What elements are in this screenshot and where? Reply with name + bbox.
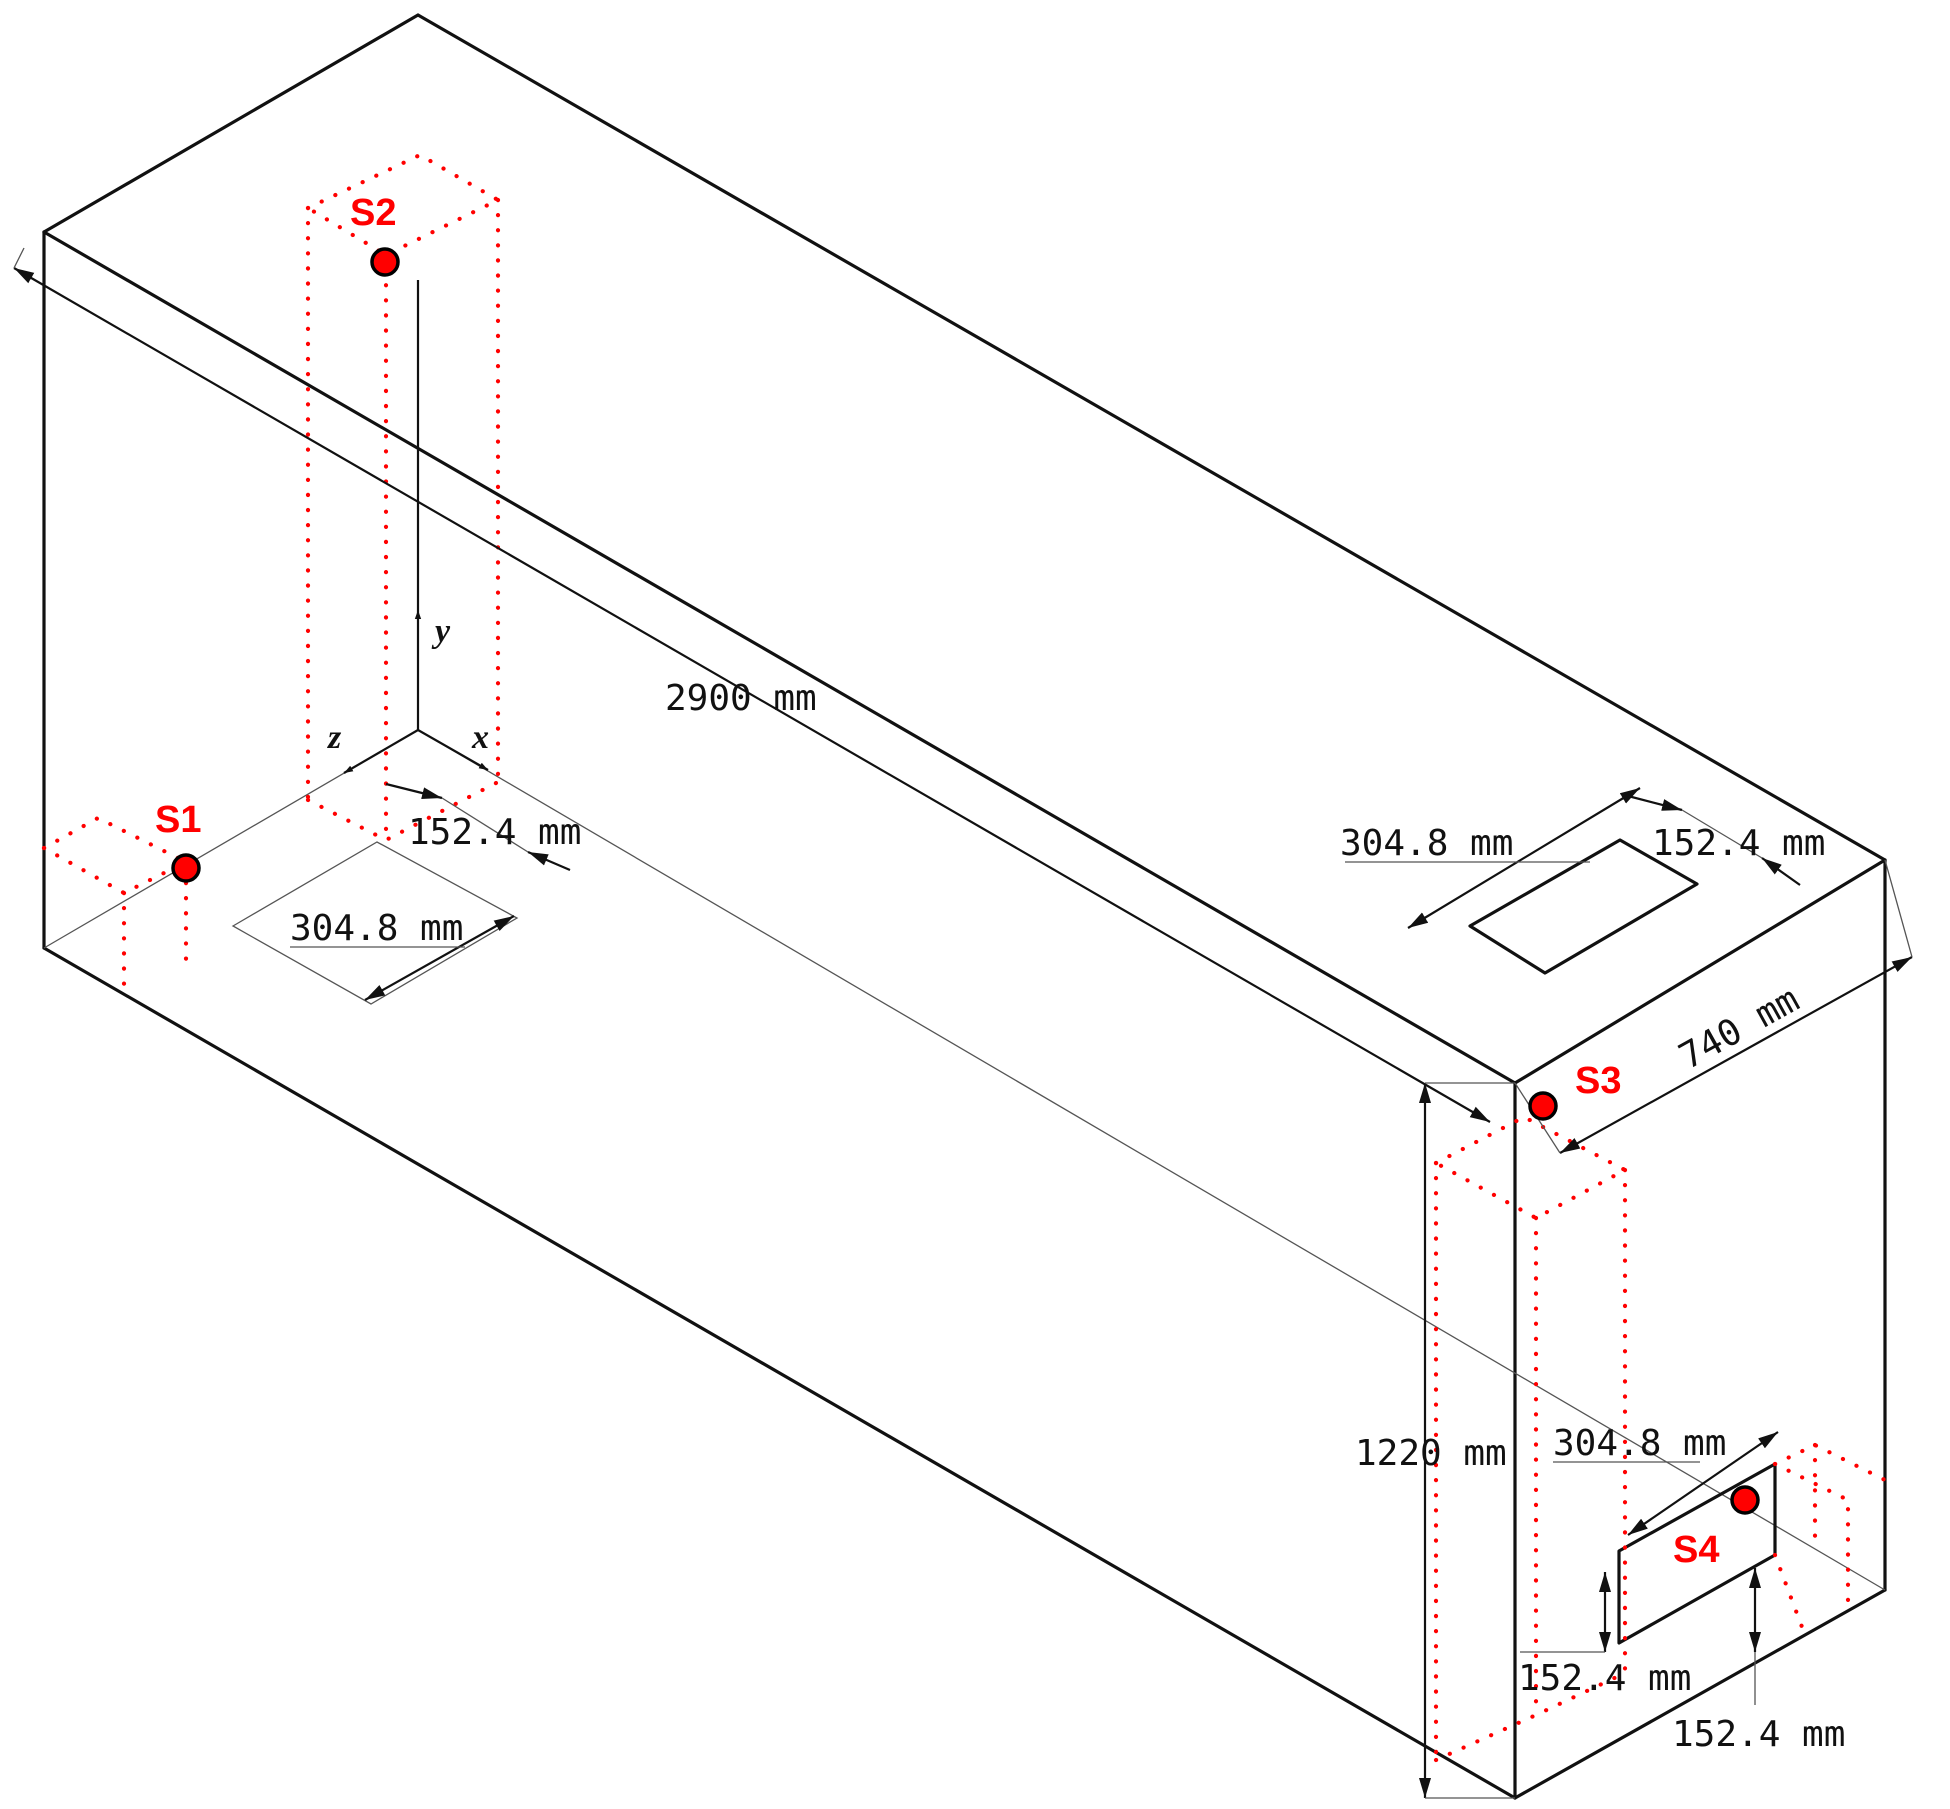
sensor-s1-dot [171,853,201,883]
sensor-volumes [41,152,1888,1763]
openings [231,838,1777,1645]
sensor-s2-dot [370,247,400,277]
dim-side-outlet-wide-label: 304.8 mm [1553,1423,1726,1464]
coordinate-axes [343,280,489,774]
dim-inlet-narrow-label: 152.4 mm [408,812,581,853]
dim-inlet-wide-label: 304.8 mm [290,908,463,949]
axis-x-label: x [471,719,489,756]
box-outline [42,13,1887,1800]
dim-height-label: 1220 mm [1355,1433,1507,1474]
dim-side-outlet-height-label: 152.4 mm [1518,1658,1691,1699]
dim-top-outlet-wide-label: 304.8 mm [1340,823,1513,864]
sensor-s4-label: S4 [1673,1529,1719,1571]
sensor-s2-label: S2 [350,192,396,234]
dimension-lines [13,247,1913,1799]
axis-y-label: y [431,613,451,650]
dim-side-outlet-offset-label: 152.4 mm [1672,1714,1845,1755]
dim-width-label: 740 mm [1672,979,1806,1078]
axis-z-label: z [327,719,342,756]
dim-length-label: 2900 mm [665,678,817,719]
sensor-s3-label: S3 [1575,1060,1621,1102]
sensor-s1-label: S1 [155,799,201,841]
sensor-s4-dot [1730,1485,1760,1515]
dim-top-outlet-narrow-label: 152.4 mm [1652,823,1825,864]
sensor-s3-dot [1528,1091,1558,1121]
sensor-markers [171,247,1760,1515]
